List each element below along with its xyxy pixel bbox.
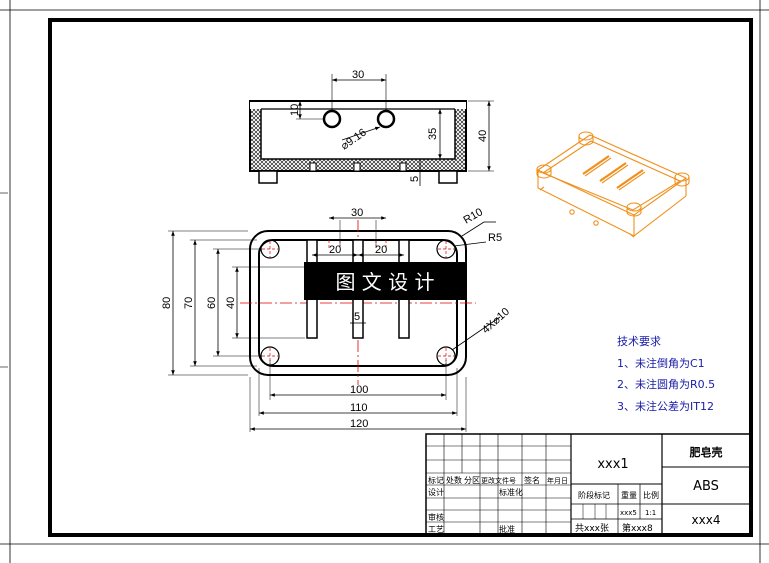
dim-inner-depth: 35 — [427, 128, 439, 140]
dim-hole-offset: 10 — [289, 104, 301, 116]
dim-slot-width: 5 — [354, 311, 360, 323]
dim-r-small: R5 — [488, 232, 502, 244]
dim-hole-spacing: 30 — [352, 69, 364, 81]
material: ABS — [693, 479, 719, 494]
dim-w100: 100 — [350, 384, 368, 396]
tech-req-title: 技术要求 — [617, 335, 661, 348]
hdr-nianyueri: 年月日 — [547, 476, 568, 485]
hdr-chushu: 处数 — [446, 475, 462, 485]
top-view: 30 10 ⌀9.16 35 40 5 — [249, 69, 494, 186]
tech-requirements: 技术要求 1、未注倒角为C1 2、未注圆角为R0.5 3、未注公差为IT12 — [617, 335, 715, 413]
dim-h80: 80 — [161, 297, 173, 309]
title-block-text: xxx1 肥皂壳 ABS xxx4 标记 处数 分区 更改文件号 签名 年月日 … — [428, 445, 723, 534]
isometric-view — [536, 131, 690, 238]
dim-slot-gap-right: 20 — [375, 244, 387, 256]
dim-h70: 70 — [183, 297, 195, 309]
sheet-number: 第xxx8 — [622, 522, 653, 534]
tech-req-item-3: 3、未注公差为IT12 — [617, 399, 714, 413]
dim-outer-height: 40 — [477, 130, 489, 142]
tech-req-item-2: 2、未注圆角为R0.5 — [617, 377, 715, 391]
weight-value: xxx5 — [620, 509, 637, 517]
label-gongyi: 工艺 — [428, 525, 444, 534]
label-bili: 比例 — [643, 490, 659, 500]
tech-req-item-1: 1、未注倒角为C1 — [617, 356, 705, 370]
drawing-number: xxx1 — [597, 457, 628, 472]
watermark: 图 文 设 计 — [304, 262, 466, 300]
hdr-wenjian: 更改文件号 — [481, 476, 516, 485]
dim-bottom: 5 — [409, 176, 421, 182]
dim-h60: 60 — [206, 297, 218, 309]
label-biaozhunhua: 标准化 — [499, 487, 523, 497]
front-view: 30 20 20 R10 R5 4X⌀10 5 80 70 60 40 100 … — [161, 206, 512, 432]
dim-slot-span: 30 — [351, 207, 363, 219]
label-zhongliang: 重量 — [621, 490, 637, 500]
part-name: 肥皂壳 — [690, 445, 723, 459]
dim-w110: 110 — [350, 402, 368, 414]
dim-h40: 40 — [225, 297, 237, 309]
dim-slot-gap-left: 20 — [329, 244, 341, 256]
scale-value: 1:1 — [645, 509, 656, 517]
label-jieduan: 阶段标记 — [578, 490, 610, 500]
title-block — [425, 433, 751, 535]
sheet-count: 共xxx张 — [575, 523, 609, 534]
label-shenhe: 审核 — [428, 512, 444, 522]
dim-holes: 4X⌀10 — [480, 306, 512, 337]
hdr-fenqu: 分区 — [464, 476, 480, 485]
dim-w120: 120 — [350, 418, 368, 430]
label-pizhun: 批准 — [499, 524, 515, 534]
company: xxx4 — [692, 513, 721, 527]
label-sheji: 设计 — [428, 487, 444, 497]
hdr-qianming: 签名 — [524, 475, 540, 485]
hdr-biaoji: 标记 — [428, 475, 444, 485]
watermark-text: 图 文 设 计 — [335, 270, 434, 294]
